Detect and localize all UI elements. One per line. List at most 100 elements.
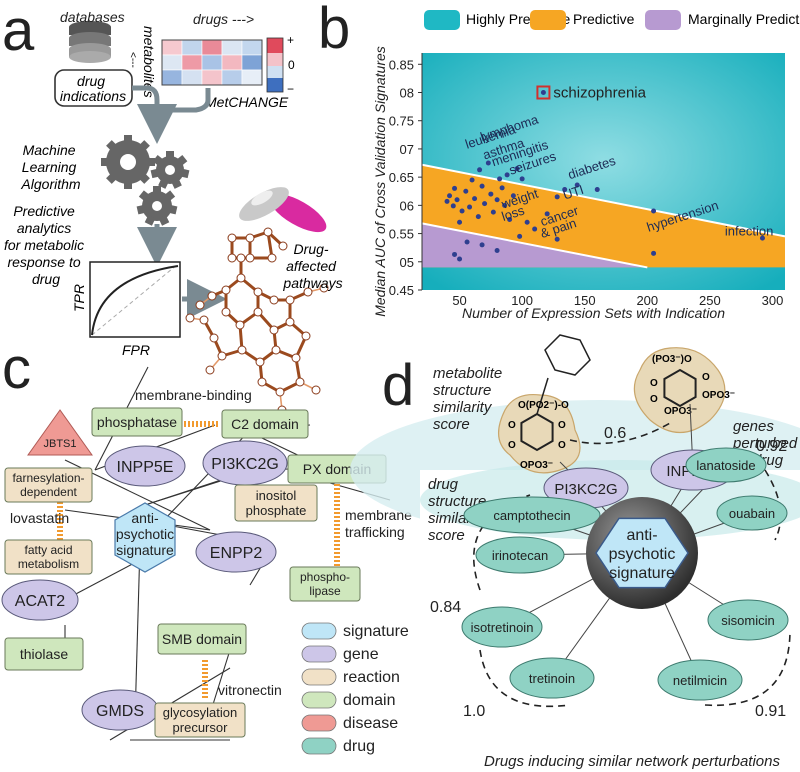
inpp5e-node	[104, 445, 186, 487]
point-label: UTI	[561, 182, 586, 203]
y-tick-label: 07	[400, 142, 414, 157]
heatmap-cell	[161, 69, 183, 86]
lanatoside-label: lanatoside	[696, 458, 755, 473]
data-point	[504, 172, 510, 178]
pathway-node	[301, 331, 311, 341]
score-label: 0.92	[756, 438, 787, 455]
pathway-node	[221, 307, 231, 317]
data-point	[447, 193, 453, 199]
gear-tooth	[176, 155, 188, 167]
gear-tooth	[101, 158, 109, 166]
heatmap-cell	[241, 69, 263, 86]
data-point	[524, 219, 530, 225]
y-tick-label: 0.85	[389, 57, 414, 72]
thiolase-node-label: thiolase	[20, 646, 68, 662]
irinotecan-label: irinotecan	[492, 548, 548, 563]
isotretinoin-label: isotretinoin	[471, 620, 534, 635]
gear-tooth	[179, 168, 190, 179]
thiolase-node	[4, 637, 84, 671]
c2-domain-node	[221, 409, 309, 439]
pathways-label: pathways	[282, 275, 342, 291]
membrane-trafficking-label: membrane	[345, 507, 412, 523]
pathways-label: Drug-	[294, 241, 329, 257]
x-tick-label: 300	[762, 293, 784, 308]
molecule-blob-left	[498, 393, 581, 474]
data-point	[454, 197, 460, 203]
ouabain-node	[716, 495, 788, 531]
pathway-node	[269, 295, 279, 305]
data-point	[464, 239, 470, 245]
data-point	[479, 242, 485, 248]
gear-tooth	[158, 215, 170, 226]
data-point	[444, 198, 450, 204]
gear-tooth	[124, 135, 132, 143]
c2-domain-node-label: C2 domain	[231, 416, 299, 432]
gear-tooth	[152, 155, 164, 167]
gear-tooth	[163, 190, 176, 202]
panel-c-letter: c	[2, 336, 31, 401]
disease-node	[27, 409, 93, 456]
highlight-label: schizophrenia	[553, 85, 646, 102]
data-point	[450, 203, 456, 209]
data-point	[457, 256, 463, 262]
heatmap-cell	[241, 39, 263, 56]
similarity-arc	[472, 494, 531, 591]
gear-tooth	[150, 168, 161, 179]
molecule-right-label: O	[702, 372, 710, 383]
svg-text:Machine Learning A: Machine Learning Algorithm	[20, 142, 80, 192]
similarity-arc	[704, 629, 791, 707]
data-point	[475, 214, 481, 220]
heatmap-cell	[181, 39, 203, 56]
panel-b-letter: b	[318, 0, 350, 61]
molecule-left-label: O	[508, 440, 516, 451]
metabolites-arrow: <---	[127, 52, 138, 68]
ml-label: Machine	[23, 142, 76, 158]
data-point	[490, 209, 496, 215]
data-point	[485, 160, 491, 166]
svg-text:drug indications: drug indications	[60, 73, 126, 104]
legend-label: drug	[343, 738, 375, 755]
genes-perturbed-label: genes	[733, 418, 774, 435]
data-point	[544, 211, 550, 217]
drug-indications-label: drug	[77, 73, 105, 89]
highlight-box	[536, 85, 551, 100]
pathway-node	[205, 365, 215, 375]
data-point	[497, 176, 503, 182]
pathway-node	[245, 253, 255, 263]
pathway-node	[217, 351, 227, 361]
panel-a: a databases drug indications drugs ---> …	[2, 0, 343, 415]
sisomicin-label: sisomicin	[721, 613, 774, 628]
camptothecin-label: camptothecin	[493, 508, 570, 523]
pathway-node	[267, 253, 277, 263]
molecule-ring-left	[520, 412, 554, 452]
pathway-node	[269, 325, 279, 335]
pathway-node	[303, 287, 313, 297]
pathway-node	[253, 307, 263, 317]
phospholipase-node	[289, 566, 361, 602]
data-point	[554, 236, 560, 242]
data-point	[562, 187, 568, 193]
x-tick-label: 200	[636, 293, 658, 308]
data-point	[594, 187, 600, 193]
pathway-node	[209, 333, 219, 343]
y-tick-label: 05	[400, 255, 414, 270]
data-point	[651, 208, 657, 214]
metabolite-similarity-label: structure	[433, 382, 491, 399]
pathway-node	[278, 241, 288, 251]
pathway-node	[285, 295, 295, 305]
signature-center-label: anti-	[626, 527, 657, 544]
network-edge	[134, 544, 141, 721]
panel-d-letter: d	[382, 353, 414, 418]
molecule-bond	[536, 377, 549, 415]
y-tick-label: 08	[400, 86, 414, 101]
svg-text:Predictive analytics: Predictive analytics for metabolic respo…	[4, 203, 88, 287]
data-point	[457, 219, 463, 225]
molecule-right-label: (PO3⁻)O	[652, 354, 692, 365]
panel-a-letter: a	[2, 0, 35, 63]
tpr-label: TPR	[71, 284, 87, 312]
enpp2-node-label: ENPP2	[210, 545, 263, 562]
inositol-node-label: phosphate	[246, 503, 307, 518]
heatmap-cell	[161, 39, 183, 56]
metabolite-similarity-label: score	[433, 416, 470, 433]
legend-label: disease	[343, 715, 398, 732]
